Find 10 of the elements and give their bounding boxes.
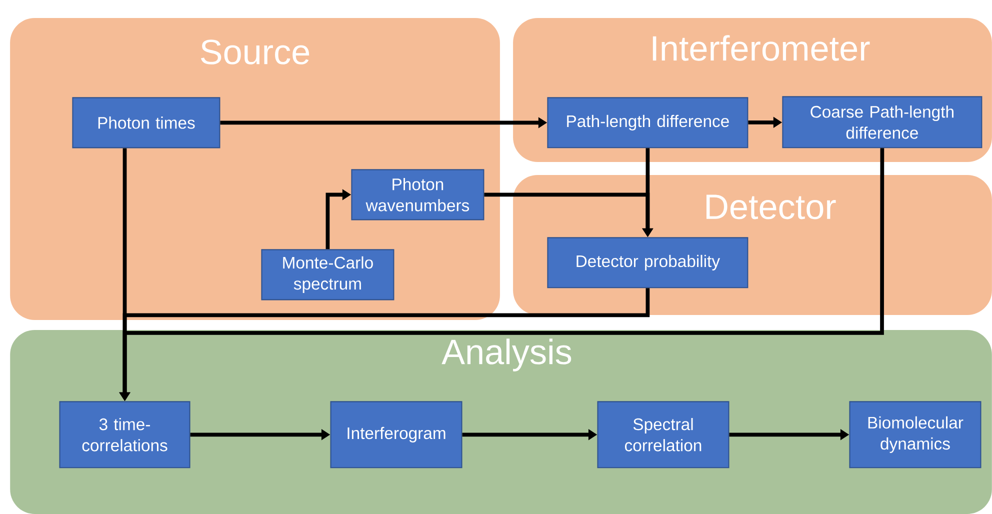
process-box: Path-length difference	[547, 97, 748, 148]
process-box: Spectral correlation	[597, 401, 730, 468]
process-box: Detector probability	[547, 237, 748, 288]
process-box: Interferogram	[330, 401, 462, 468]
process-box: Photon wavenumbers	[351, 169, 484, 220]
process-box: Photon times	[72, 97, 220, 148]
process-box: Coarse Path-length difference	[782, 96, 982, 148]
process-box: Biomolecular dynamics	[849, 401, 982, 468]
process-box: Monte-Carlo spectrum	[261, 249, 394, 300]
process-box: 3 time-correlations	[59, 401, 190, 468]
